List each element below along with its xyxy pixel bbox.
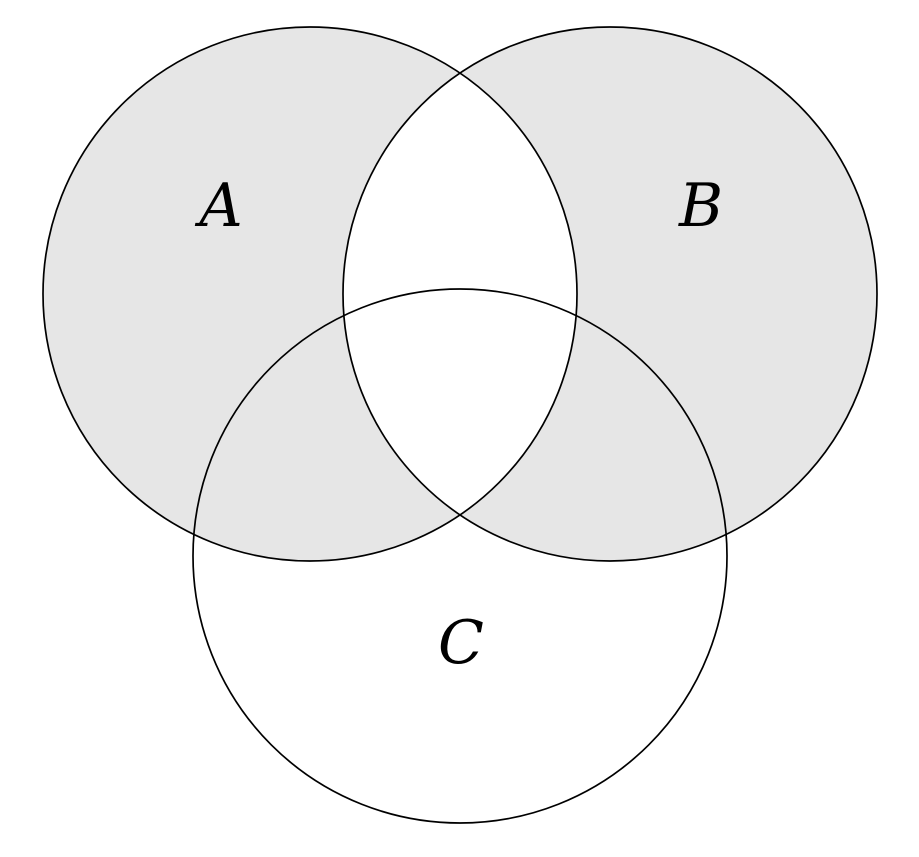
- circle-c-outline: [192, 288, 728, 824]
- shaded-symmetric-difference-region: [43, 26, 878, 562]
- set-label-a: A: [194, 171, 242, 241]
- circle-b-outline: [342, 26, 878, 562]
- set-label-c: C: [438, 608, 484, 678]
- circle-a-outline: [42, 26, 578, 562]
- set-label-b: B: [678, 171, 723, 241]
